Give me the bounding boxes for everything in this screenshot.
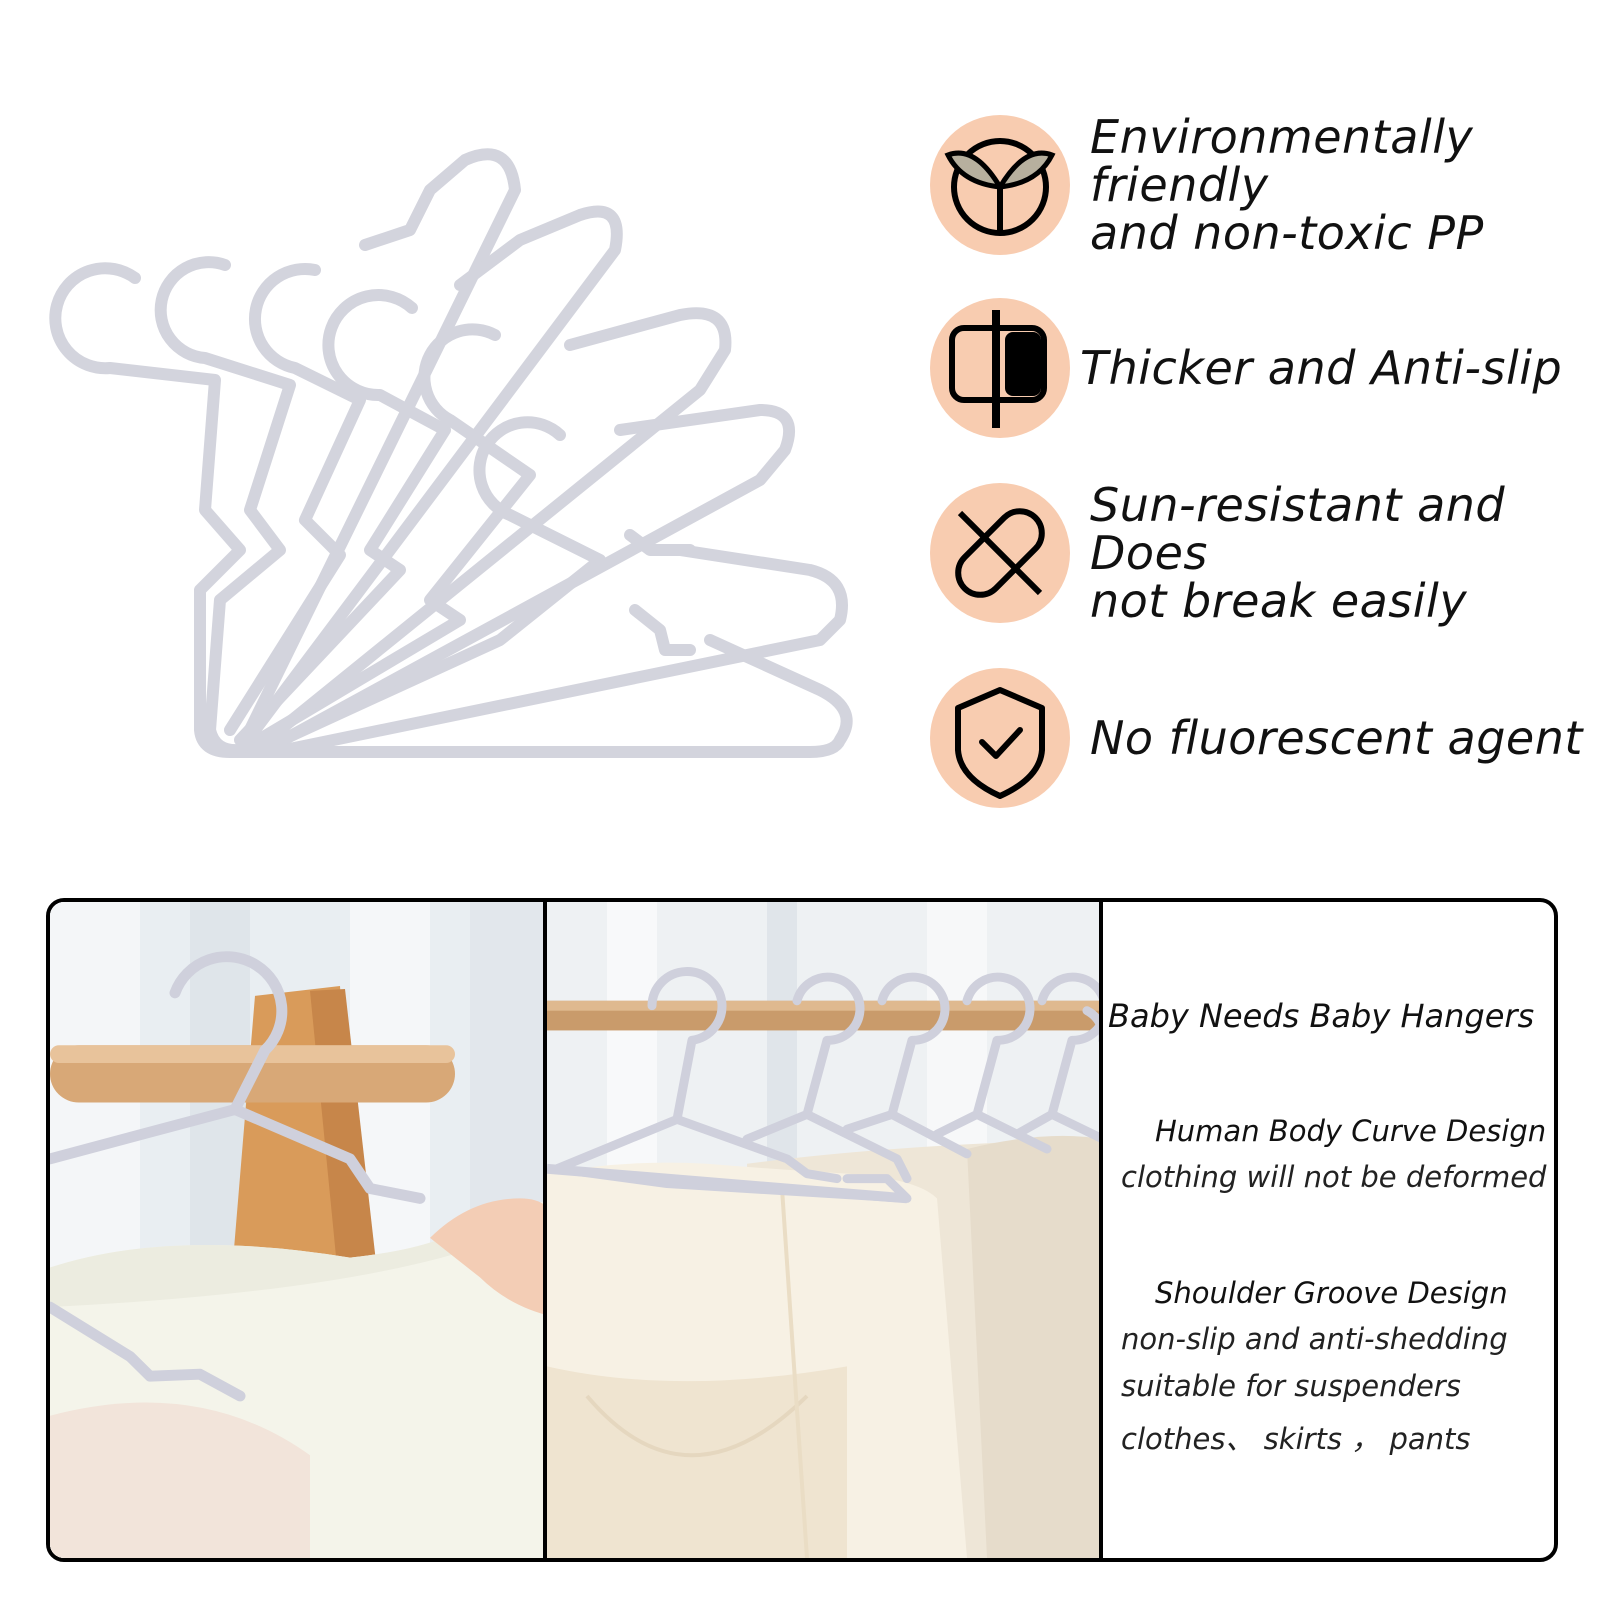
feature-eco: Environmentally friendly and non-toxic P…	[930, 110, 1590, 260]
info-panel: Baby Needs Baby Hangers Human Body Curve…	[1103, 902, 1554, 1558]
hanger-on-wooden-rack-photo	[50, 902, 554, 1558]
info-title: Baby Needs Baby Hangers	[1108, 997, 1535, 1035]
section-groove-title: Shoulder Groove Design	[1155, 1276, 1508, 1310]
feature-thick: Thicker and Anti-slip	[930, 298, 1590, 438]
section-curve-title: Human Body Curve Design	[1155, 1114, 1547, 1148]
section-groove-line: clothes、 skirts ， pants	[1121, 1422, 1471, 1456]
unbroken-capsule-icon	[930, 483, 1070, 623]
feature-label: Environmentally friendly and non-toxic P…	[1090, 110, 1484, 260]
product-photo-panel: Baby Needs Baby Hangers Human Body Curve…	[46, 898, 1558, 1562]
feature-label: No fluorescent agent	[1090, 711, 1583, 765]
section-groove-line: non-slip and anti-shedding	[1121, 1322, 1508, 1356]
feature-label: Sun-resistant and Does not break easily	[1090, 478, 1506, 628]
panel-divider	[1099, 902, 1103, 1558]
feature-label: Thicker and Anti-slip	[1080, 341, 1563, 395]
clothes-on-rail-photo	[547, 902, 1103, 1558]
panel-divider	[543, 902, 547, 1558]
section-groove-line: suitable for suspenders	[1121, 1369, 1461, 1403]
shield-check-icon	[930, 668, 1070, 808]
eco-leaf-icon	[930, 115, 1070, 255]
thick-bar-icon	[930, 298, 1070, 438]
kids-hanger-icon	[49, 148, 853, 758]
feature-no-fluorescent: No fluorescent agent	[930, 668, 1590, 808]
section-curve-line: clothing will not be deformed	[1121, 1160, 1547, 1194]
feature-sun-resistant: Sun-resistant and Does not break easily	[930, 478, 1590, 628]
hanger-fan-illustration	[49, 148, 853, 758]
